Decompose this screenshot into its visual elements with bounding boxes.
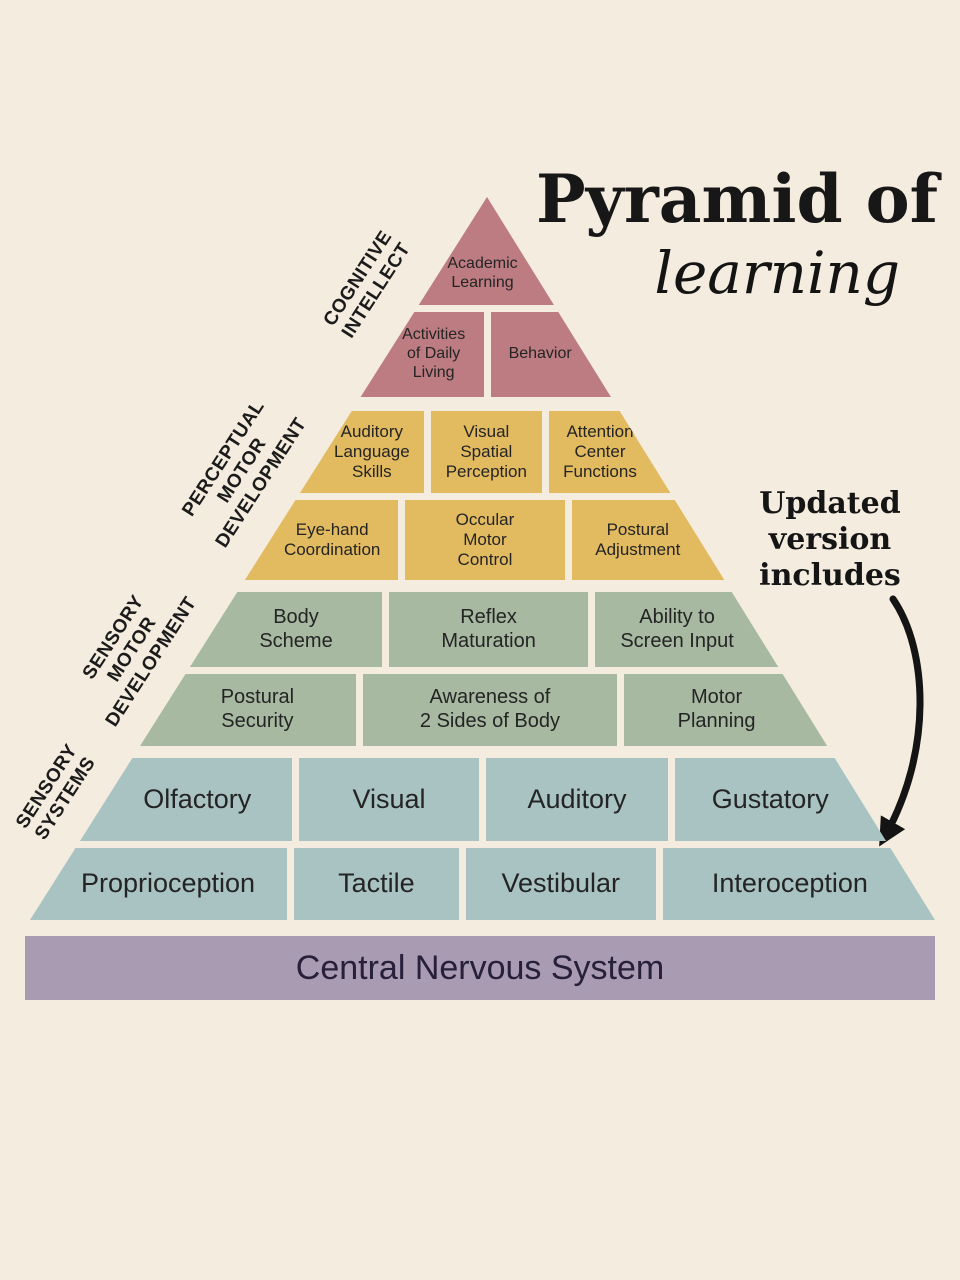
cell-body-scheme: Body Scheme xyxy=(30,592,383,667)
pyramid-row-cognitive-2: Activities of Daily Living Behavior xyxy=(30,312,935,397)
cell-tactile: Tactile xyxy=(294,848,459,920)
arrow-to-interoception-icon xyxy=(879,595,924,847)
updated-version-note: Updated version includes xyxy=(759,486,901,593)
cell-behavior: Behavior xyxy=(491,312,935,397)
pyramid-row-sensory-motor-2: Postural Security Awareness of 2 Sides o… xyxy=(30,674,935,746)
page-title: Pyramid of xyxy=(536,160,938,238)
cell-visual: Visual xyxy=(299,758,479,841)
central-nervous-system-bar: Central Nervous System xyxy=(25,936,935,1000)
pyramid-row-sensory-systems-1: Olfactory Visual Auditory Gustatory xyxy=(30,758,935,841)
cell-visual-spatial-perception: Visual Spatial Perception xyxy=(430,411,542,493)
cell-auditory: Auditory xyxy=(485,758,669,841)
cell-proprioception: Proprioception xyxy=(30,848,288,920)
central-nervous-system-label: Central Nervous System xyxy=(295,948,665,987)
cell-vestibular: Vestibular xyxy=(465,848,656,920)
pyramid-row-sensory-systems-2: Proprioception Tactile Vestibular Intero… xyxy=(30,848,935,920)
cell-awareness-of-2-sides-of-body: Awareness of 2 Sides of Body xyxy=(362,674,618,746)
cell-reflex-maturation: Reflex Maturation xyxy=(389,592,589,667)
pyramid-row-perceptual-1: Auditory Language Skills Visual Spatial … xyxy=(30,411,935,493)
page-title-script: learning xyxy=(654,239,900,307)
cell-interoception: Interoception xyxy=(662,848,935,920)
cell-occular-motor-control: Occular Motor Control xyxy=(405,500,565,580)
cell-attention-center-functions: Attention Center Functions xyxy=(548,411,935,493)
section-label-cognitive-intellect: COGNITIVE INTELLECT xyxy=(319,227,416,343)
cell-activities-of-daily-living: Activities of Daily Living xyxy=(30,312,485,397)
